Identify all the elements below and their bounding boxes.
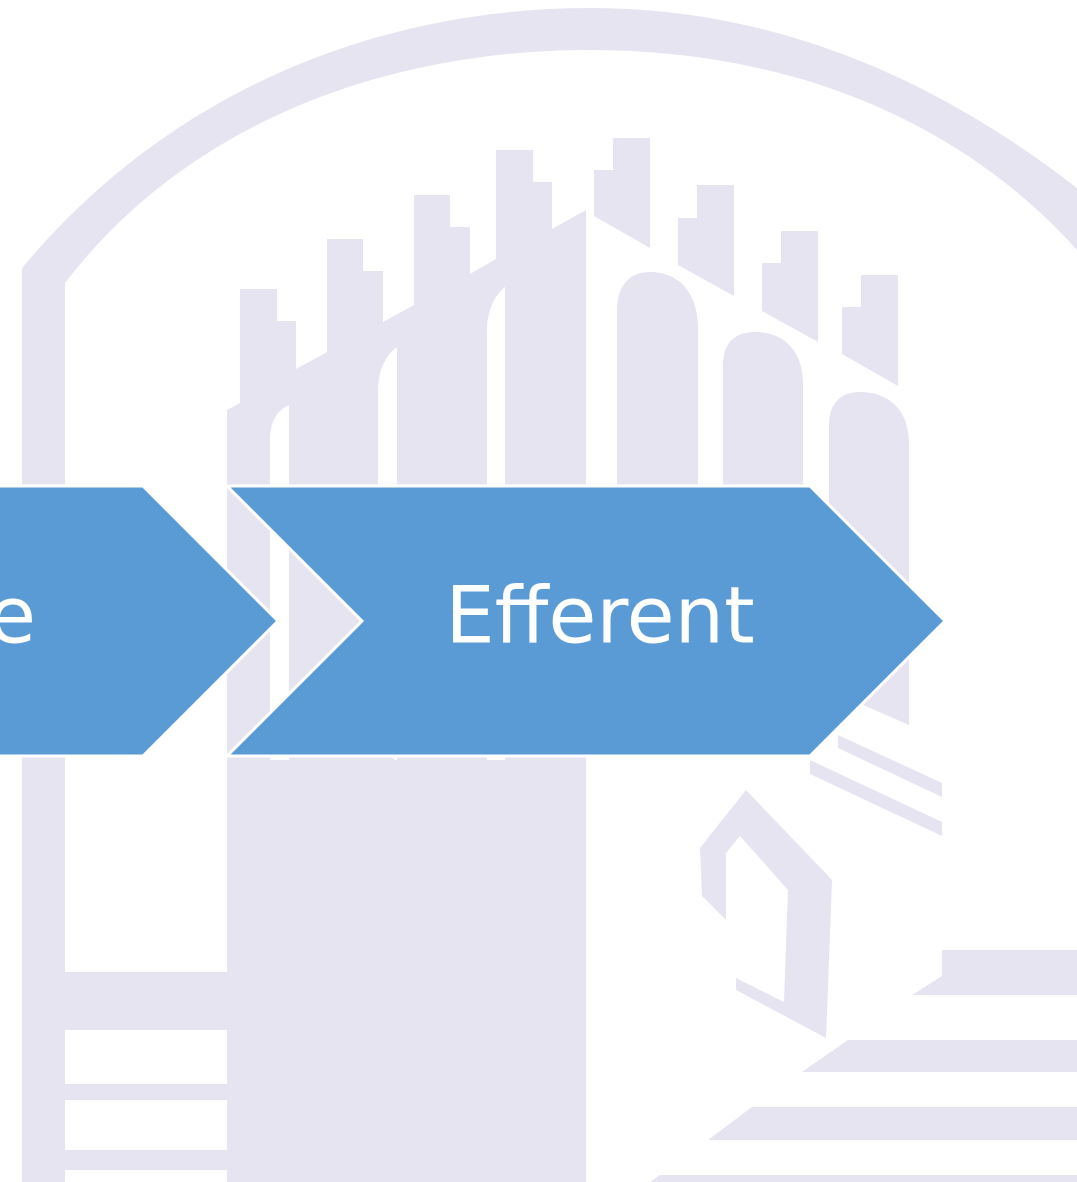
watermark-line: [912, 950, 1077, 995]
watermark-pillar: [617, 272, 698, 490]
watermark-line: [65, 1084, 404, 1100]
watermark-tower: [678, 185, 734, 296]
watermark-line: [708, 1107, 1077, 1140]
watermark-tower: [594, 138, 650, 248]
watermark-hook: [700, 790, 832, 1038]
watermark-line: [65, 1150, 506, 1170]
step-label-1: e: [0, 571, 36, 661]
step-chevron-1: [0, 484, 281, 758]
watermark-line: [802, 1040, 1077, 1072]
watermark-tower: [762, 231, 818, 342]
process-step-1: e: [0, 484, 281, 758]
watermark-streak: [810, 760, 942, 836]
watermark-line: [65, 972, 227, 1016]
process-flow: e Efferent: [0, 484, 948, 758]
process-step-2: Efferent: [223, 484, 948, 758]
watermark-arch: [22, 8, 1077, 1182]
watermark-streak: [838, 735, 942, 797]
step-chevron-2: [223, 484, 948, 758]
watermark-line: [65, 1016, 308, 1030]
watermark-line: [650, 1175, 1077, 1182]
watermark-streak: [227, 752, 395, 842]
step-label-2: Efferent: [445, 571, 754, 661]
watermark-tower: [842, 275, 898, 386]
watermark-pillar: [723, 332, 803, 490]
